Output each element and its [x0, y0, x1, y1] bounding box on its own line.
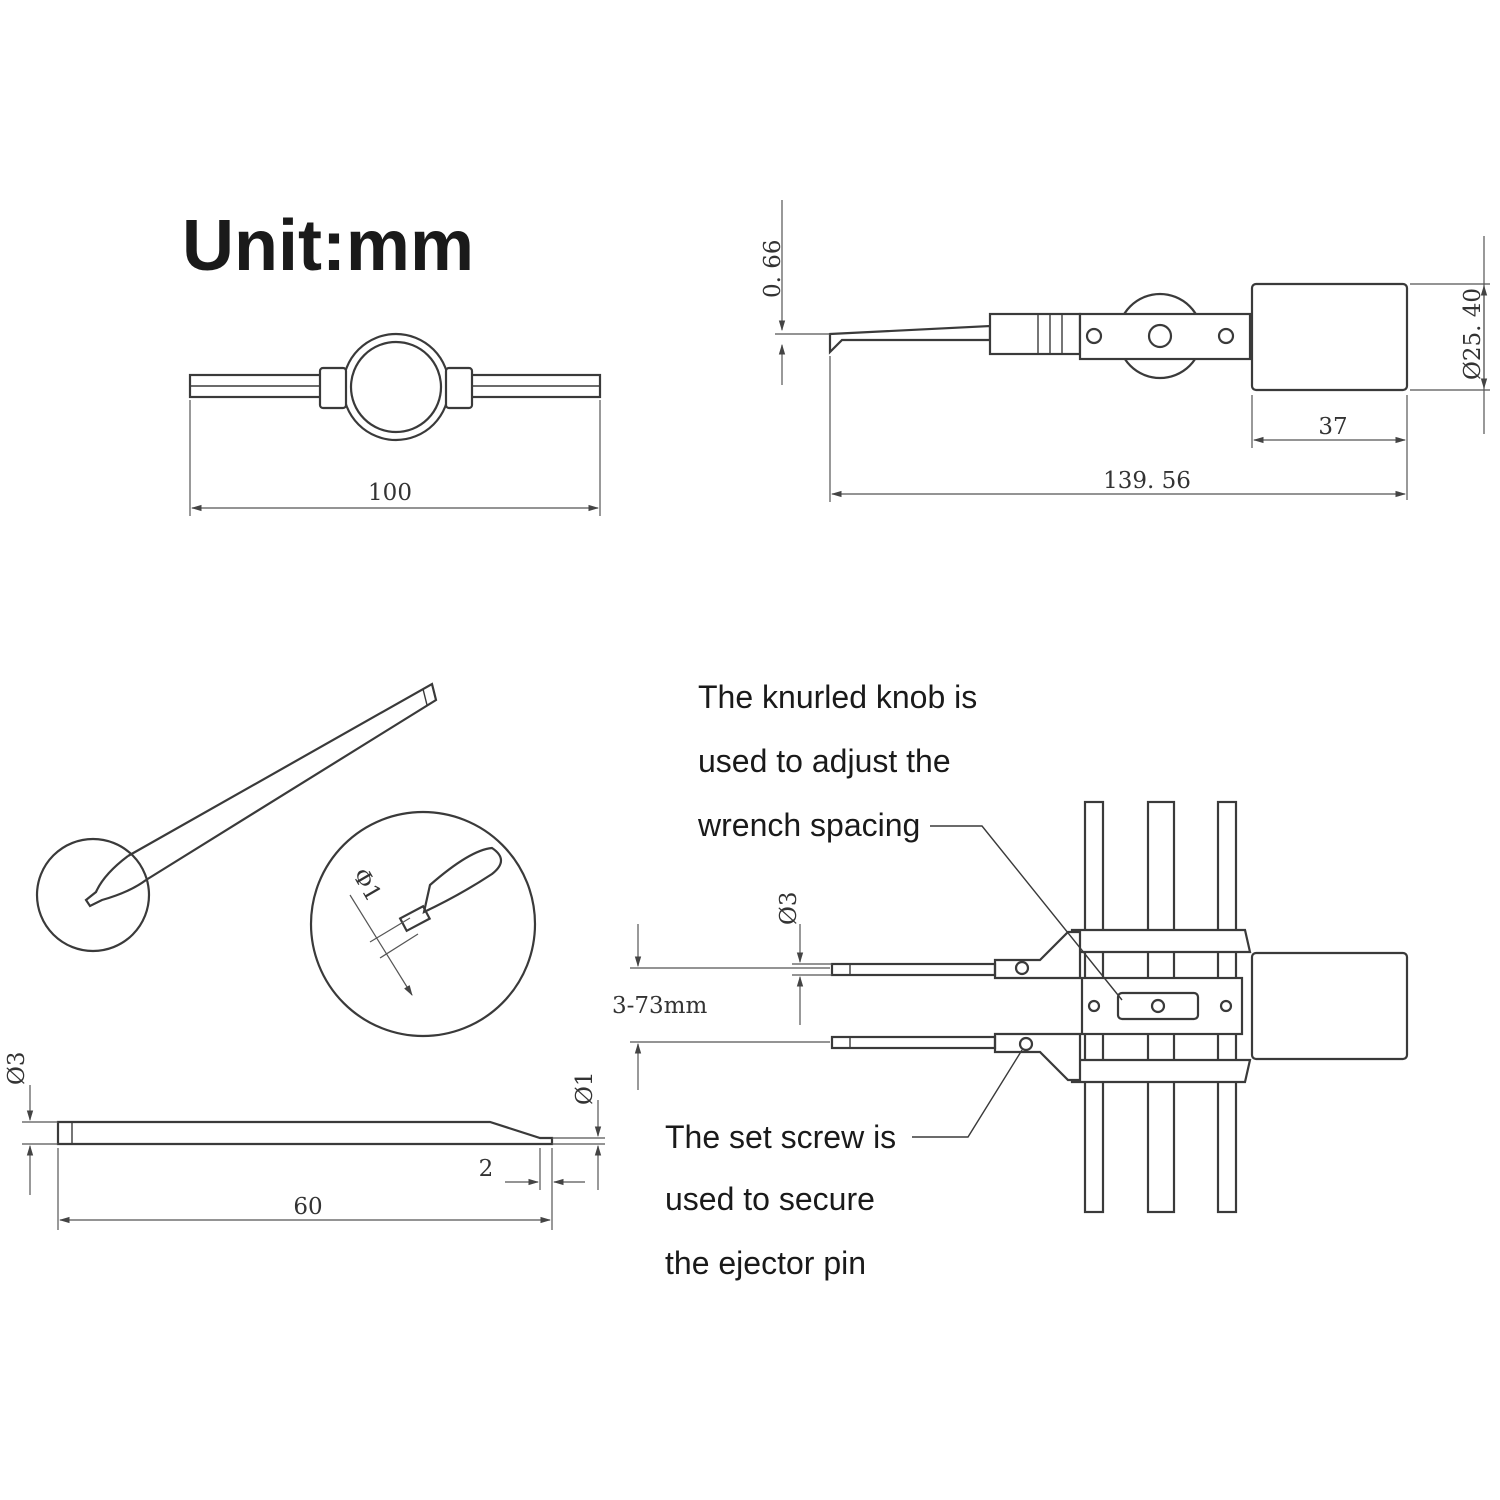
- tip-diameter-label: Ø1: [572, 1072, 598, 1106]
- pin-length-label: 60: [293, 1194, 322, 1220]
- knob-note-line-2: used to adjust the: [698, 743, 951, 779]
- ejector-pin-side: [22, 1085, 605, 1230]
- assembly-pin-diameter-label: Ø3: [776, 892, 802, 926]
- side-view-drawing: [775, 200, 1490, 502]
- top-view-drawing: [188, 332, 602, 516]
- ejector-pin-perspective: [35, 682, 537, 1038]
- spacing-range-label: 3-73mm: [612, 993, 707, 1019]
- assembly-drawing: [630, 800, 1409, 1214]
- shank-diameter-label: Ø3: [4, 1052, 30, 1086]
- diameter-2540-label: Ø25. 40: [1460, 288, 1486, 380]
- tip-length-label: 2: [479, 1156, 494, 1182]
- length-37-label: 37: [1318, 414, 1347, 440]
- unit-title: Unit:mm: [182, 206, 474, 286]
- length-13956-label: 139. 56: [1103, 468, 1191, 494]
- screw-note-line-1: The set screw is: [665, 1119, 896, 1155]
- screw-note-line-2: used to secure: [665, 1181, 875, 1217]
- knob-note-line-1: The knurled knob is: [698, 679, 977, 715]
- screw-note-line-3: the ejector pin: [665, 1245, 866, 1281]
- length-100-label: 100: [368, 480, 412, 506]
- tip-066-label: 0. 66: [760, 239, 786, 298]
- knob-note-line-3: wrench spacing: [697, 807, 920, 843]
